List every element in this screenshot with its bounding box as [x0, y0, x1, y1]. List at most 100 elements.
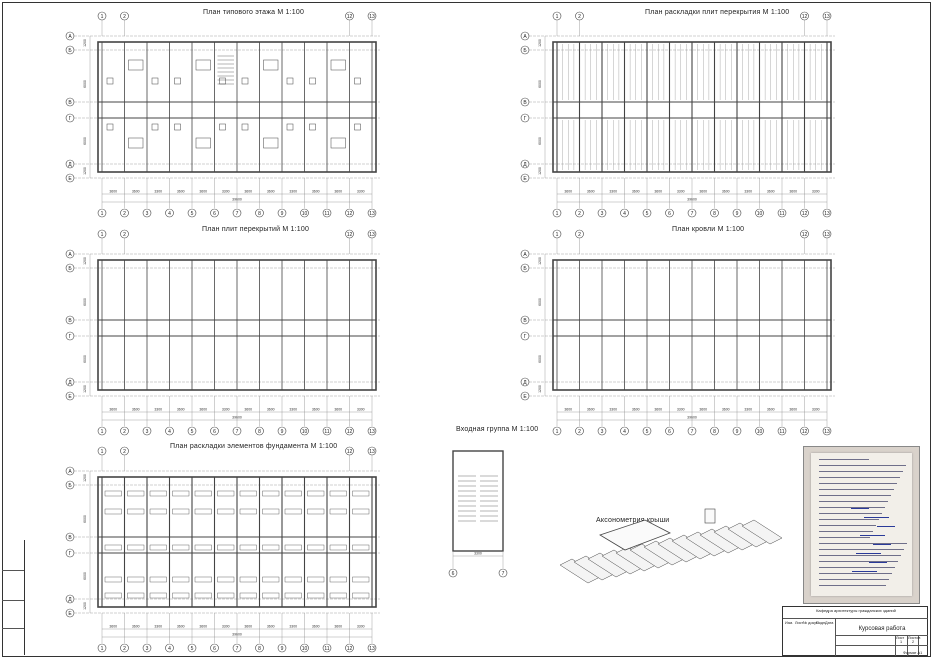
- axis-bubble: [665, 208, 674, 218]
- axis-label: 5: [191, 211, 194, 217]
- axis-label: 6: [213, 211, 216, 217]
- furniture-table: [151, 123, 159, 131]
- dimension-text: 6000: [538, 355, 542, 363]
- foundation-block: [149, 592, 167, 599]
- foundation-block: [352, 544, 370, 551]
- axis-bubble: [732, 208, 742, 218]
- axis-label: 7: [691, 211, 694, 217]
- foundation-block: [149, 544, 167, 551]
- axis-label: 12: [347, 232, 353, 238]
- dimension-text: 3300: [289, 408, 297, 412]
- dimension-text: 3300: [222, 408, 230, 412]
- handwriting-mark: [856, 553, 881, 554]
- dimension-text: 1200: [83, 257, 87, 265]
- dimension-text: 1200: [83, 474, 87, 482]
- foundation-block: [127, 592, 145, 599]
- axis-label: 3: [146, 646, 149, 652]
- title-entrance: Входная группа М 1:100: [456, 426, 539, 433]
- axis-label: В: [523, 318, 527, 324]
- foundation-block: [307, 544, 325, 551]
- axis-bubble: [300, 208, 309, 218]
- axis-label: Д: [68, 380, 72, 386]
- dimension-text: 3600: [334, 190, 342, 194]
- dimension-text: 3600: [132, 408, 140, 412]
- dimension-text: 3600: [632, 190, 640, 194]
- axis-bubble: [142, 426, 152, 436]
- axis-label: 2: [123, 646, 126, 652]
- axis-label: Д: [68, 162, 72, 168]
- paper-text-line: [819, 555, 901, 556]
- axis-label: 2: [123, 429, 126, 435]
- axis-label: 10: [302, 646, 308, 652]
- dimension-text: 3300: [812, 408, 820, 412]
- paper-text-line: [819, 543, 907, 544]
- axis-label: В: [68, 535, 72, 541]
- dimension-text: 3300: [744, 190, 752, 194]
- work-type: Курсовая работа: [858, 626, 906, 632]
- roof-axonometry: [559, 508, 783, 584]
- title-roof-plan: План кровли М 1:100: [672, 226, 745, 233]
- dimension-text: 6000: [83, 80, 87, 88]
- axis-bubble: [367, 643, 377, 653]
- axis-bubble: [822, 208, 832, 218]
- axis-label: 4: [168, 646, 171, 652]
- dimension-text: 1200: [538, 257, 542, 265]
- dimension-text: 3300: [677, 408, 685, 412]
- paper-text-line: [819, 483, 897, 484]
- dimension-text: 3300: [222, 625, 230, 629]
- foundation-block: [352, 576, 370, 583]
- assignment-photo: [803, 446, 920, 604]
- dimension-text: 1200: [83, 167, 87, 175]
- dimension-text: 1200: [538, 385, 542, 393]
- paper-text-line: [819, 465, 906, 466]
- axis-bubble: [187, 208, 197, 218]
- dimension-text: 3600: [312, 408, 320, 412]
- paper-text-line: [819, 471, 903, 472]
- paper-text-line: [819, 489, 894, 490]
- axis-bubble: [120, 426, 129, 436]
- axis-bubble: [232, 208, 242, 218]
- foundation-block: [329, 544, 347, 551]
- assignment-paper: [811, 453, 912, 596]
- foundation-block: [217, 490, 235, 497]
- axis-label: 13: [369, 429, 375, 435]
- axis-label: 1: [101, 449, 104, 455]
- axis-label: 3: [601, 429, 604, 435]
- axis-bubble: [367, 426, 377, 436]
- axis-label: 12: [802, 14, 808, 20]
- axis-bubble: [755, 208, 764, 218]
- organization-name: Кафедра архитектуры гражданских зданий: [816, 608, 896, 613]
- axis-label: Б: [523, 48, 527, 54]
- dimension-text: 3300: [154, 190, 162, 194]
- foundation-block: [104, 544, 122, 551]
- stamp-line: [835, 619, 836, 656]
- roof-panel: [741, 519, 783, 545]
- axis-bubble: [755, 426, 764, 436]
- axis-label: 12: [347, 211, 353, 217]
- paper-text-line: [819, 573, 892, 574]
- foundation-block: [239, 576, 257, 583]
- axis-label: 4: [168, 429, 171, 435]
- foundation-block: [149, 490, 167, 497]
- foundation-block: [307, 490, 325, 497]
- axis-label: 6: [452, 571, 455, 577]
- stamp-row-label: Подп.: [816, 621, 827, 625]
- dimension-text: 6000: [538, 137, 542, 145]
- dimension-text: 3300: [474, 552, 482, 556]
- axis-bubble: [345, 643, 354, 653]
- axis-label: 11: [324, 646, 329, 652]
- axis-label: Г: [524, 334, 527, 340]
- dimension-text: 3600: [132, 190, 140, 194]
- stamp-row-label: № докум.: [803, 621, 820, 625]
- axis-label: Е: [68, 176, 72, 182]
- dimension-text: 3600: [334, 408, 342, 412]
- foundation-block: [104, 576, 122, 583]
- axis-bubble: [800, 426, 809, 436]
- axis-bubble: [165, 208, 174, 218]
- furniture-table: [286, 77, 294, 85]
- dimension-text: 3600: [564, 408, 572, 412]
- dimension-text: 3600: [654, 190, 662, 194]
- furniture-table: [354, 77, 361, 85]
- foundation-block: [172, 508, 190, 515]
- axis-bubble: [575, 208, 584, 218]
